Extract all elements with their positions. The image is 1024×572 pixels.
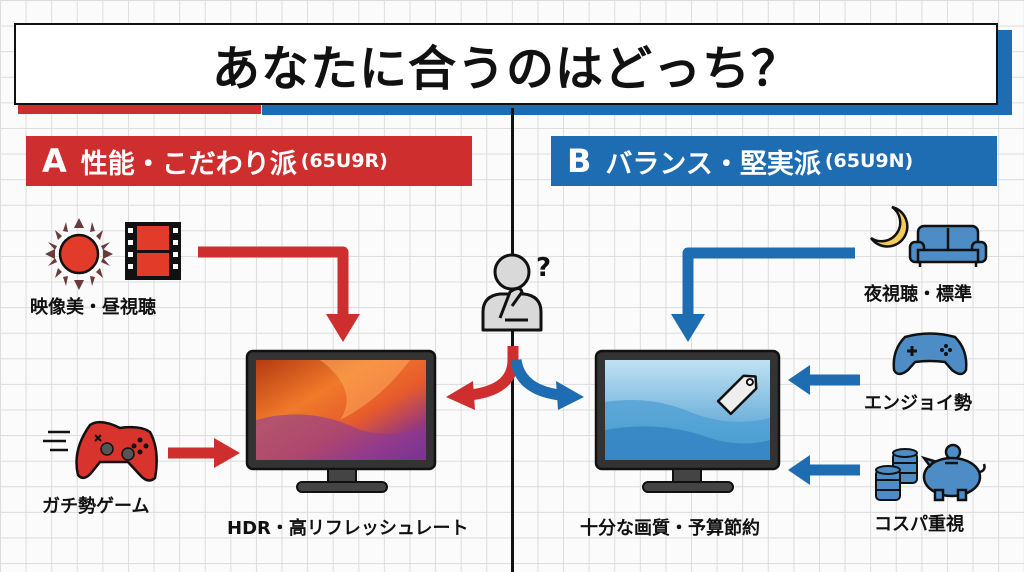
- factor-b-label-2: エンジョイ勢: [864, 393, 972, 414]
- arrow-b-game: [788, 365, 860, 395]
- tv-b-icon: [594, 349, 781, 493]
- arrow-a-game: [168, 438, 240, 468]
- title-shadow-red: [18, 104, 261, 114]
- option-b-letter: B: [567, 142, 592, 180]
- arrow-b-cost: [788, 455, 860, 485]
- option-a-name: 性能・こだわり派: [80, 148, 297, 180]
- option-b-name: バランス・堅実派: [605, 148, 821, 180]
- coins-icon: [875, 448, 918, 501]
- factor-a-label-1: 映像美・昼視聴: [30, 297, 156, 318]
- title-box: あなたに合うのはどっち？: [14, 23, 998, 105]
- tv-b-caption: 十分な画質・予算節約: [580, 518, 760, 539]
- sun-icon: [45, 218, 113, 290]
- option-b-banner: B バランス・堅実派 (65U9N): [551, 136, 997, 186]
- piggy-bank-icon: [920, 443, 986, 502]
- gamepad-red-icon: [43, 420, 158, 482]
- page-title: あなたに合うのはどっち？: [211, 41, 800, 97]
- factor-b-label-3: コスパ重視: [874, 514, 964, 535]
- option-a-model: (65U9R): [300, 150, 388, 172]
- arrow-b-top: [671, 247, 855, 342]
- factor-b-label-1: 夜視聴・標準: [864, 284, 972, 305]
- svg-text:?: ?: [536, 253, 551, 283]
- option-b-model: (65U9N): [824, 150, 914, 172]
- thinking-person-icon: ?: [481, 253, 551, 332]
- film-icon: [125, 222, 181, 280]
- option-a-banner: A 性能・こだわり派 (65U9R): [26, 136, 472, 186]
- option-a-letter: A: [42, 142, 67, 180]
- price-tag-icon: [716, 374, 758, 416]
- arrow-a-top: [198, 246, 360, 342]
- factor-a-label-2: ガチ勢ゲーム: [42, 496, 150, 517]
- split-arrow-blue: [510, 358, 584, 410]
- sofa-icon: [908, 224, 988, 267]
- center-divider: [511, 108, 514, 572]
- tv-a-caption: HDR・高リフレッシュレート: [227, 518, 469, 539]
- tv-a-icon: [245, 349, 437, 493]
- split-arrow-red: [446, 346, 519, 410]
- moon-icon: [869, 205, 909, 248]
- gamepad-blue-icon: [892, 332, 968, 376]
